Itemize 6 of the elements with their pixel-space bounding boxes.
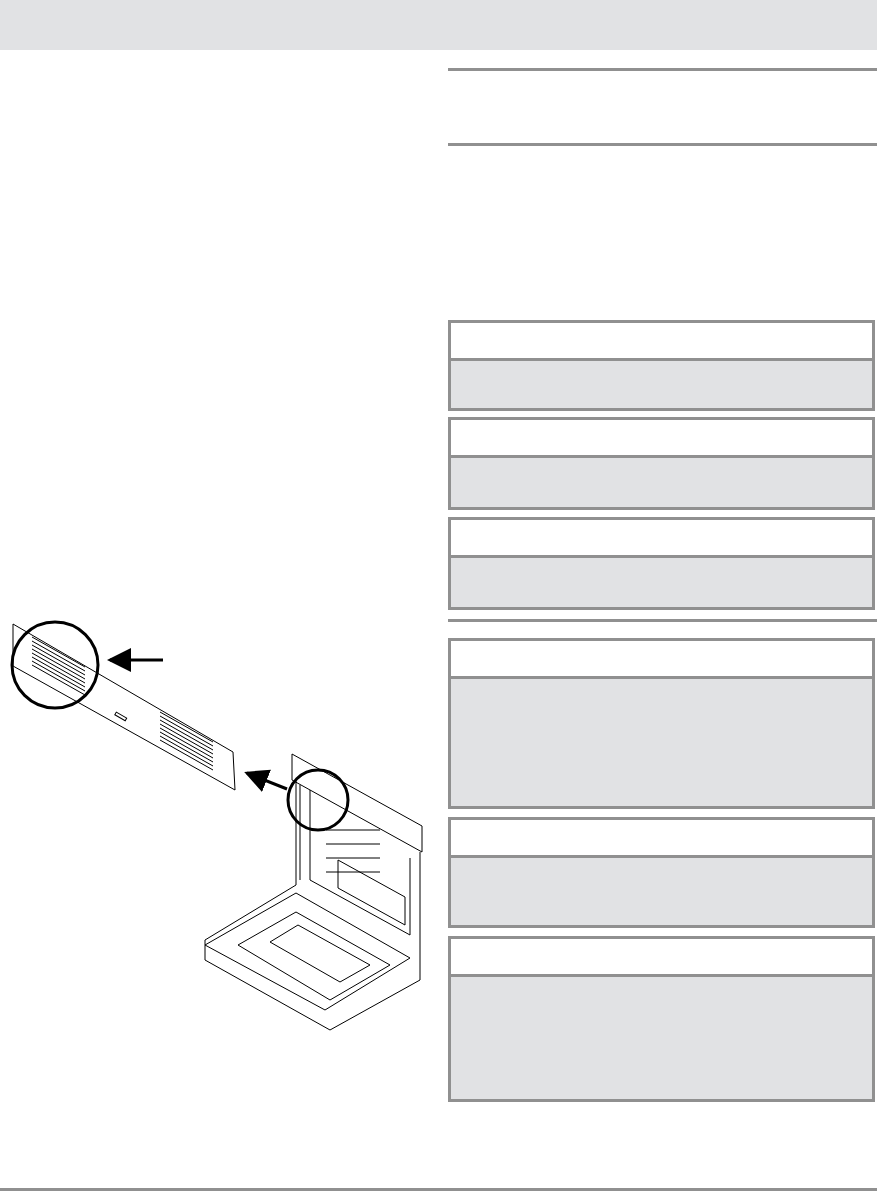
- wall-panel-drawing: [10, 620, 236, 791]
- oven-drawing: [204, 753, 423, 1031]
- detail-circle: [286, 768, 350, 832]
- arrow: [107, 648, 163, 672]
- detail-circle: [10, 620, 100, 710]
- arrow: [244, 769, 288, 792]
